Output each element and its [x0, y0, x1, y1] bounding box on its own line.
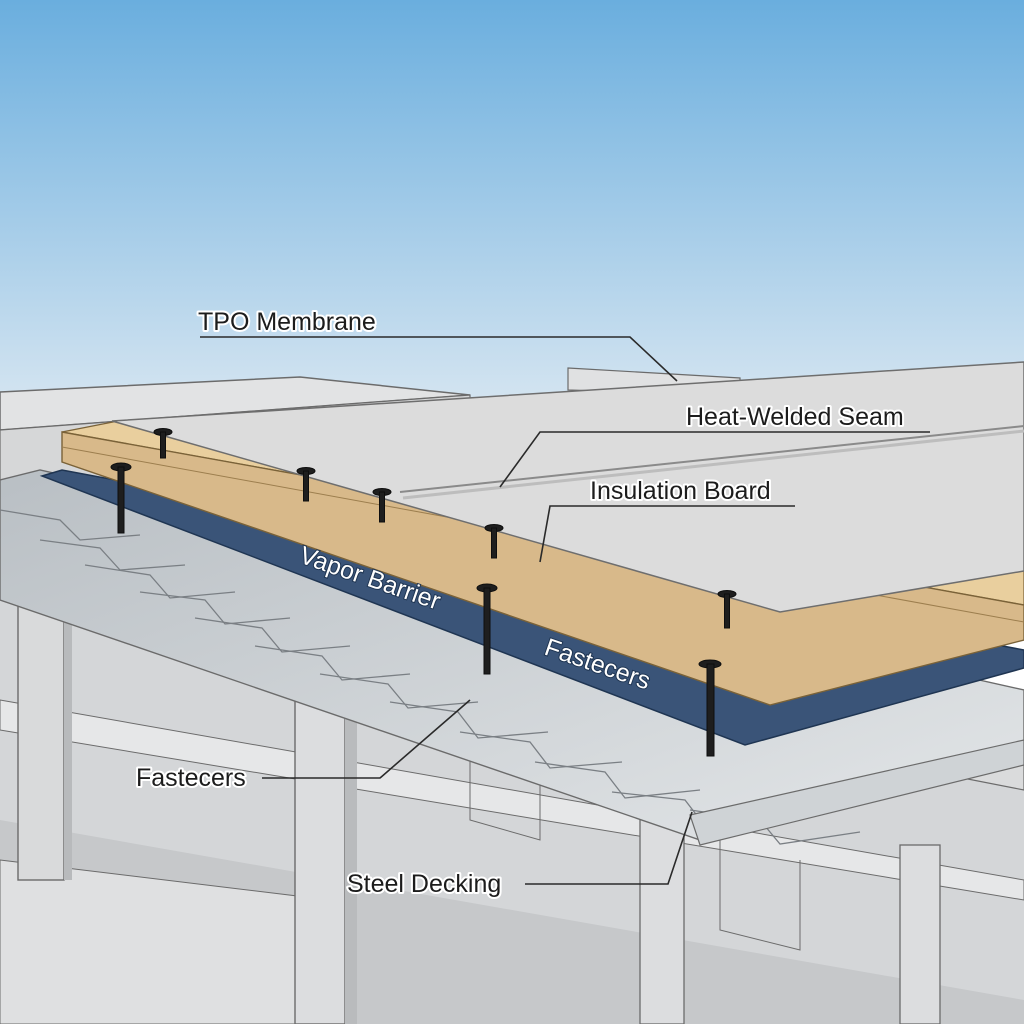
fastener-screw [296, 467, 316, 502]
label-fastecers-left: Fastecers [136, 764, 246, 792]
fastener-screw [698, 659, 722, 757]
tpo-membrane-layer [111, 361, 1024, 613]
label-insulation-board: Insulation Board [590, 477, 771, 505]
label-heat-welded-seam: Heat-Welded Seam [686, 403, 904, 431]
fastener-screw [484, 524, 504, 559]
fastener-screws [110, 428, 737, 757]
fastener-screw [153, 428, 173, 459]
fastener-screw [476, 583, 498, 675]
sky [0, 0, 1024, 430]
fastener-screw [372, 488, 392, 523]
fastener-screw [717, 590, 737, 629]
label-tpo-membrane: TPO Membrane [198, 308, 376, 336]
leader-lines [200, 336, 930, 885]
label-steel-decking: Steel Decking [347, 870, 501, 898]
fastener-screw [110, 462, 132, 534]
